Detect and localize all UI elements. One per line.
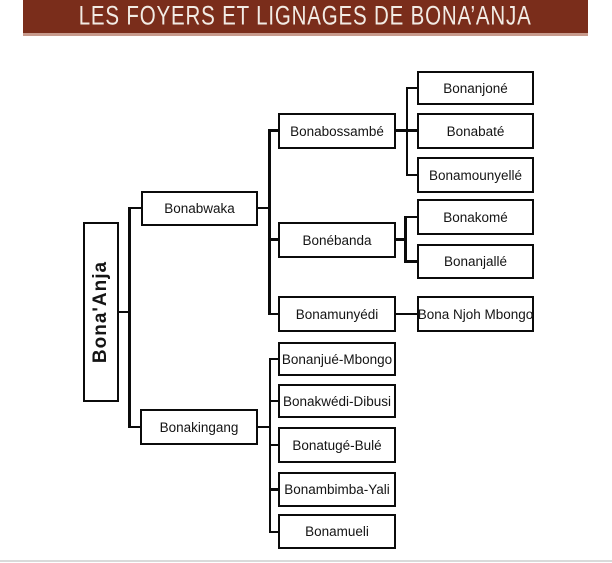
- connector-line: [404, 215, 418, 218]
- connector-line: [268, 129, 279, 132]
- node-bonamueli: Bonamueli: [278, 514, 396, 549]
- connector-line: [404, 215, 407, 263]
- node-bona-anja-label: Bona'Anja: [90, 260, 112, 364]
- connector-line: [268, 129, 271, 315]
- node-bonabate: Bonabaté: [417, 113, 534, 149]
- node-bonabossambe: Bonabossambé: [278, 113, 396, 149]
- node-bonakome: Bonakomé: [417, 199, 534, 235]
- node-bonanjone-label: Bonanjoné: [443, 80, 508, 96]
- node-bonakingang: Bonakingang: [140, 409, 258, 445]
- connector-line: [395, 129, 408, 132]
- node-bonamunyedi-label: Bonamunyédi: [295, 306, 379, 322]
- node-bona-anja: Bona'Anja: [83, 222, 119, 402]
- node-bona-njoh-mbongo-label: Bona Njoh Mbongo: [417, 306, 534, 322]
- connector-line: [405, 86, 418, 89]
- connector-line: [395, 238, 407, 241]
- title-bar: LES FOYERS ET LIGNAGES DE BONA’ANJA: [23, 0, 588, 36]
- node-bonebanda: Bonébanda: [278, 222, 396, 258]
- node-bonambimba-yali-label: Bonambimba-Yali: [284, 482, 390, 497]
- connector-line: [268, 238, 279, 241]
- node-bonanjue-mbongo: Bonanjué-Mbongo: [278, 342, 396, 376]
- diagram-title: LES FOYERS ET LIGNAGES DE BONA’ANJA: [79, 0, 532, 32]
- connector-line: [128, 425, 142, 428]
- node-bonabossambe-label: Bonabossambé: [290, 123, 384, 139]
- node-bonambimba-yali: Bonambimba-Yali: [278, 472, 396, 507]
- connector-line: [268, 530, 279, 533]
- connector-line: [404, 260, 418, 263]
- node-bonakwedi-dibusi: Bonakwédi-Dibusi: [278, 384, 396, 418]
- node-bonabwaka-label: Bonabwaka: [164, 201, 235, 216]
- node-bonatuge-bule: Bonatugé-Bulé: [278, 427, 396, 463]
- node-bonamounyelle: Bonamounyellé: [417, 157, 534, 193]
- connector-line: [395, 312, 418, 315]
- connector-line: [268, 357, 279, 360]
- node-bonabate-label: Bonabaté: [446, 123, 505, 139]
- node-bonakwedi-dibusi-label: Bonakwédi-Dibusi: [282, 393, 392, 409]
- connector-line: [256, 206, 271, 209]
- connector-line: [256, 425, 271, 428]
- connector-line: [268, 399, 279, 402]
- connector-line: [405, 129, 418, 132]
- node-bonamounyelle-label: Bonamounyellé: [428, 167, 523, 183]
- connector-line: [268, 488, 279, 491]
- node-bonakome-label: Bonakomé: [443, 209, 508, 225]
- node-bonanjalle: Bonanjallé: [417, 244, 534, 279]
- bottom-divider: [0, 560, 612, 562]
- node-bonakingang-label: Bonakingang: [159, 419, 239, 435]
- node-bonanjue-mbongo-label: Bonanjué-Mbongo: [281, 351, 393, 367]
- connector-line: [268, 443, 279, 446]
- connector-line: [119, 310, 131, 313]
- node-bonanjone: Bonanjoné: [417, 71, 534, 105]
- node-bonebanda-label: Bonébanda: [302, 232, 372, 248]
- node-bonamunyedi: Bonamunyédi: [278, 296, 396, 332]
- node-bona-njoh-mbongo: Bona Njoh Mbongo: [417, 296, 534, 332]
- node-bonatuge-bule-label: Bonatugé-Bulé: [292, 437, 382, 453]
- node-bonabwaka: Bonabwaka: [141, 191, 258, 226]
- node-bonanjalle-label: Bonanjallé: [443, 254, 508, 269]
- connector-line: [128, 206, 131, 428]
- connector-line: [128, 206, 142, 209]
- node-bonamueli-label: Bonamueli: [305, 524, 369, 539]
- connector-line: [405, 173, 418, 176]
- connector-line: [268, 312, 279, 315]
